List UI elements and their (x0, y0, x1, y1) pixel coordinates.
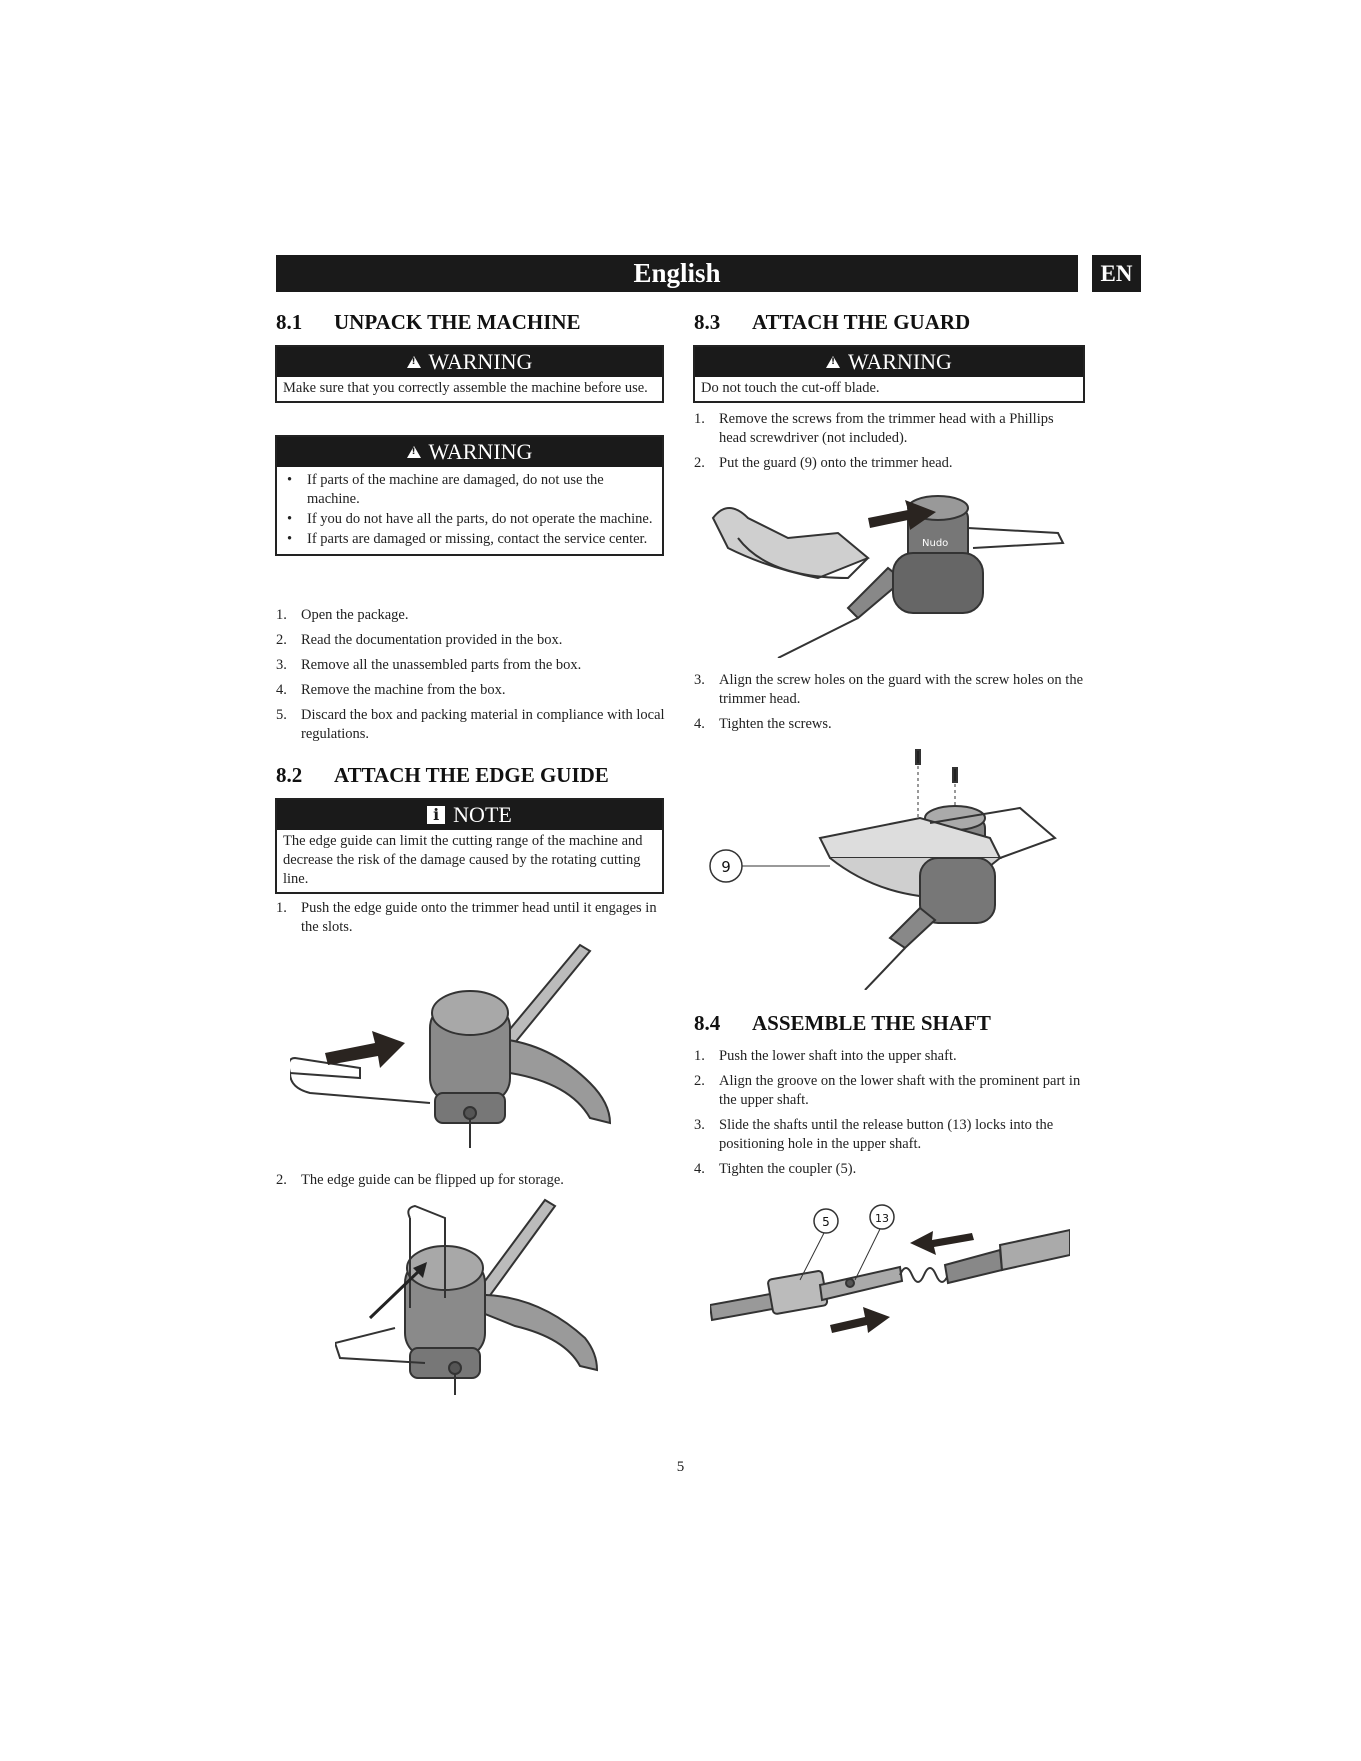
step-item: 2.The edge guide can be flipped up for s… (276, 1172, 564, 1188)
language-code: EN (1100, 260, 1133, 286)
edge-guide-flipped-illustration (335, 1198, 605, 1395)
warning-bullet: If parts are damaged or missing, contact… (283, 530, 656, 549)
step-item: 4.Remove the machine from the box. (276, 682, 506, 698)
callout-coupler-number: 5 (822, 1215, 830, 1229)
guard-steps-list-b: 3.Align the screw holes on the guard wit… (694, 671, 1084, 740)
step-item: 3.Slide the shafts until the release but… (694, 1117, 1054, 1152)
warning-text: Make sure that you correctly assemble th… (283, 380, 648, 396)
brand-label: Nudo (922, 538, 948, 549)
shaft-steps-list: 1.Push the lower shaft into the upper sh… (694, 1047, 1084, 1185)
warning-text: Do not touch the cut-off blade. (701, 380, 880, 396)
step-item: 2.Align the groove on the lower shaft wi… (694, 1073, 1081, 1108)
step-item: 1.Push the lower shaft into the upper sh… (694, 1048, 957, 1064)
warning-box-blade: WARNING Do not touch the cut-off blade. (693, 345, 1085, 403)
callout-release-button-number: 13 (875, 1212, 889, 1225)
edge-guide-push-illustration (290, 943, 630, 1150)
warning-icon (406, 356, 421, 368)
step-item: 5.Discard the box and packing material i… (276, 707, 665, 742)
warning-icon (826, 356, 841, 368)
edge-guide-step-2: 2.The edge guide can be flipped up for s… (276, 1171, 666, 1196)
note-header: i NOTE (277, 800, 662, 830)
warning-bullet-list: If parts of the machine are damaged, do … (283, 471, 656, 549)
shaft-assembly-illustration: 5 13 (710, 1195, 1070, 1350)
unpack-steps-list: 1.Open the package. 2.Read the documenta… (276, 606, 666, 750)
warning-header: WARNING (277, 347, 662, 377)
page-number: 5 (676, 1459, 685, 1475)
step-item: 3.Align the screw holes on the guard wit… (694, 672, 1084, 707)
warning-box-parts: WARNING If parts of the machine are dama… (275, 435, 664, 556)
note-text: The edge guide can limit the cutting ran… (283, 833, 643, 887)
language-code-badge: EN (1092, 255, 1141, 292)
note-box-edge-guide: i NOTE The edge guide can limit the cutt… (275, 798, 664, 894)
step-item: 4.Tighten the coupler (5). (694, 1161, 857, 1177)
warning-header: WARNING (695, 347, 1083, 377)
edge-guide-step-1: 1.Push the edge guide onto the trimmer h… (276, 899, 666, 943)
warning-header: WARNING (277, 437, 662, 467)
warning-bullet: If parts of the machine are damaged, do … (283, 471, 656, 509)
guard-attach-illustration: Nudo (708, 488, 1068, 658)
step-item: 2.Put the guard (9) onto the trimmer hea… (694, 455, 953, 471)
step-item: 3.Remove all the unassembled parts from … (276, 657, 582, 673)
info-icon: i (427, 806, 446, 824)
step-item: 1.Remove the screws from the trimmer hea… (694, 411, 1054, 446)
step-item: 4.Tighten the screws. (694, 716, 832, 732)
step-item: 1.Open the package. (276, 607, 409, 623)
step-item: 2.Read the documentation provided in the… (276, 632, 563, 648)
warning-bullet: If you do not have all the parts, do not… (283, 510, 656, 529)
language-header-bar: English (276, 255, 1078, 292)
guard-screws-illustration: 9 (700, 748, 1070, 990)
step-item: 1.Push the edge guide onto the trimmer h… (276, 900, 657, 935)
language-title: English (633, 258, 721, 288)
warning-box-assemble: WARNING Make sure that you correctly ass… (275, 345, 664, 403)
guard-steps-list-a: 1.Remove the screws from the trimmer hea… (694, 410, 1084, 479)
warning-icon (406, 446, 421, 458)
callout-guard-number: 9 (721, 858, 731, 876)
